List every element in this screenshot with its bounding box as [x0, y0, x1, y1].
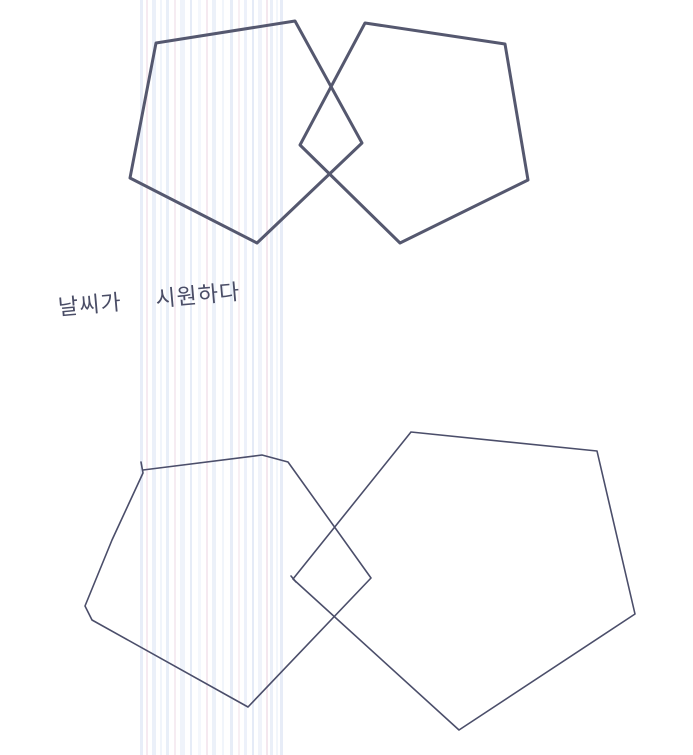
- top-right-pentagon: [298, 21, 530, 245]
- top-left-pentagon: [128, 19, 364, 245]
- bottom-right-pentagon: [292, 431, 636, 731]
- handwritten-word-weather: 날씨가: [57, 290, 123, 321]
- bottom-left-pentagon: [84, 454, 372, 708]
- bottom-overlap-tick: [290, 575, 297, 583]
- bottom-pentagon-pair: [84, 431, 636, 731]
- top-pentagon-pair: [128, 19, 530, 245]
